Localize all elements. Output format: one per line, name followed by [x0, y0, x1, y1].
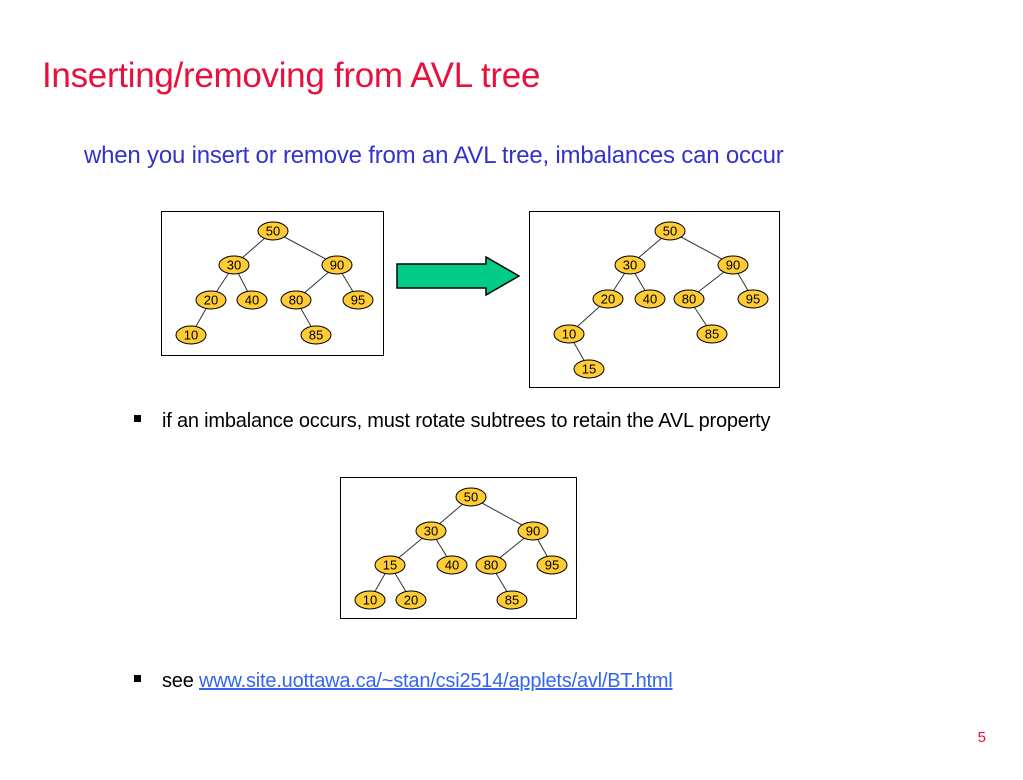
tree-node-label: 40	[245, 293, 259, 308]
tree-node-label: 90	[330, 258, 344, 273]
tree-node-label: 10	[562, 327, 576, 342]
tree-node: 10	[354, 590, 386, 610]
tree-node: 10	[175, 325, 207, 345]
tree-node: 95	[536, 555, 568, 575]
tree-node-label: 20	[204, 293, 218, 308]
tree-diagram-before: 50 30 90 20 40 80 95 10 85	[161, 211, 384, 356]
tree-node: 85	[696, 324, 728, 344]
tree-rotated-edges	[369, 496, 553, 601]
tree-node: 85	[300, 325, 332, 345]
tree-node: 90	[517, 521, 549, 541]
tree-rotated-svg: 50 30 90 15 40 80 95 10 20 85	[354, 487, 568, 610]
tree-node: 40	[236, 290, 268, 310]
tree-node-label: 40	[643, 292, 657, 307]
tree-node-label: 85	[705, 327, 719, 342]
tree-before-edges	[190, 230, 359, 336]
square-bullet-icon	[134, 415, 141, 423]
bullet-prefix: see	[162, 670, 200, 692]
tree-after-svg: 50 30 90 20 40 80 95 10 85 15	[553, 221, 769, 379]
page-number: 5	[977, 729, 986, 746]
tree-node: 95	[737, 289, 769, 309]
tree-diagram-after-rotation: 50 30 90 15 40 80 95 10 20 85	[340, 477, 577, 619]
bullet-text: if an imbalance occurs, must rotate subt…	[162, 410, 771, 432]
tree-node-label: 50	[266, 224, 280, 239]
tree-node: 80	[673, 289, 705, 309]
tree-node: 50	[257, 221, 289, 241]
tree-node: 80	[475, 555, 507, 575]
tree-node-label: 80	[682, 292, 696, 307]
tree-node-label: 15	[582, 362, 596, 377]
tree-node: 40	[436, 555, 468, 575]
slide-subtitle: when you insert or remove from an AVL tr…	[84, 142, 784, 169]
slide-title: Inserting/removing from AVL tree	[42, 56, 541, 95]
tree-node-label: 80	[289, 293, 303, 308]
square-bullet-icon	[134, 675, 141, 683]
tree-node-label: 20	[404, 593, 418, 608]
tree-node-label: 80	[484, 558, 498, 573]
tree-node: 50	[654, 221, 686, 241]
tree-node: 30	[415, 521, 447, 541]
tree-node: 40	[634, 289, 666, 309]
tree-node: 30	[218, 255, 250, 275]
tree-node: 50	[455, 487, 487, 507]
tree-node-label: 95	[545, 558, 559, 573]
tree-node: 90	[321, 255, 353, 275]
tree-node-label: 85	[505, 593, 519, 608]
applet-link[interactable]: www.site.uottawa.ca/~stan/csi2514/applet…	[199, 670, 673, 692]
tree-node: 20	[395, 590, 427, 610]
right-arrow-icon	[396, 256, 520, 296]
tree-node-label: 50	[663, 224, 677, 239]
tree-node: 85	[496, 590, 528, 610]
tree-node-label: 30	[623, 258, 637, 273]
tree-node-label: 30	[424, 524, 438, 539]
tree-diagram-after-insert: 50 30 90 20 40 80 95 10 85 15	[529, 211, 780, 388]
tree-node-label: 90	[526, 524, 540, 539]
tree-node-label: 90	[726, 258, 740, 273]
tree-node-label: 30	[227, 258, 241, 273]
tree-node-label: 10	[184, 328, 198, 343]
tree-node-label: 95	[746, 292, 760, 307]
tree-node-label: 50	[464, 490, 478, 505]
tree-node: 30	[614, 255, 646, 275]
tree-node: 20	[592, 289, 624, 309]
tree-node: 15	[573, 359, 605, 379]
tree-node-label: 95	[351, 293, 365, 308]
tree-node: 10	[553, 324, 585, 344]
tree-node: 15	[374, 555, 406, 575]
bullet-rotate-subtrees: if an imbalance occurs, must rotate subt…	[134, 410, 771, 433]
tree-node-label: 15	[383, 558, 397, 573]
tree-node: 90	[717, 255, 749, 275]
bullet-see-link: see www.site.uottawa.ca/~stan/csi2514/ap…	[134, 670, 673, 693]
tree-node-label: 85	[309, 328, 323, 343]
tree-node: 80	[280, 290, 312, 310]
tree-before-svg: 50 30 90 20 40 80 95 10 85	[175, 221, 374, 345]
tree-node: 20	[195, 290, 227, 310]
tree-node-label: 10	[363, 593, 377, 608]
tree-node-label: 40	[445, 558, 459, 573]
tree-node-label: 20	[601, 292, 615, 307]
tree-node: 95	[342, 290, 374, 310]
